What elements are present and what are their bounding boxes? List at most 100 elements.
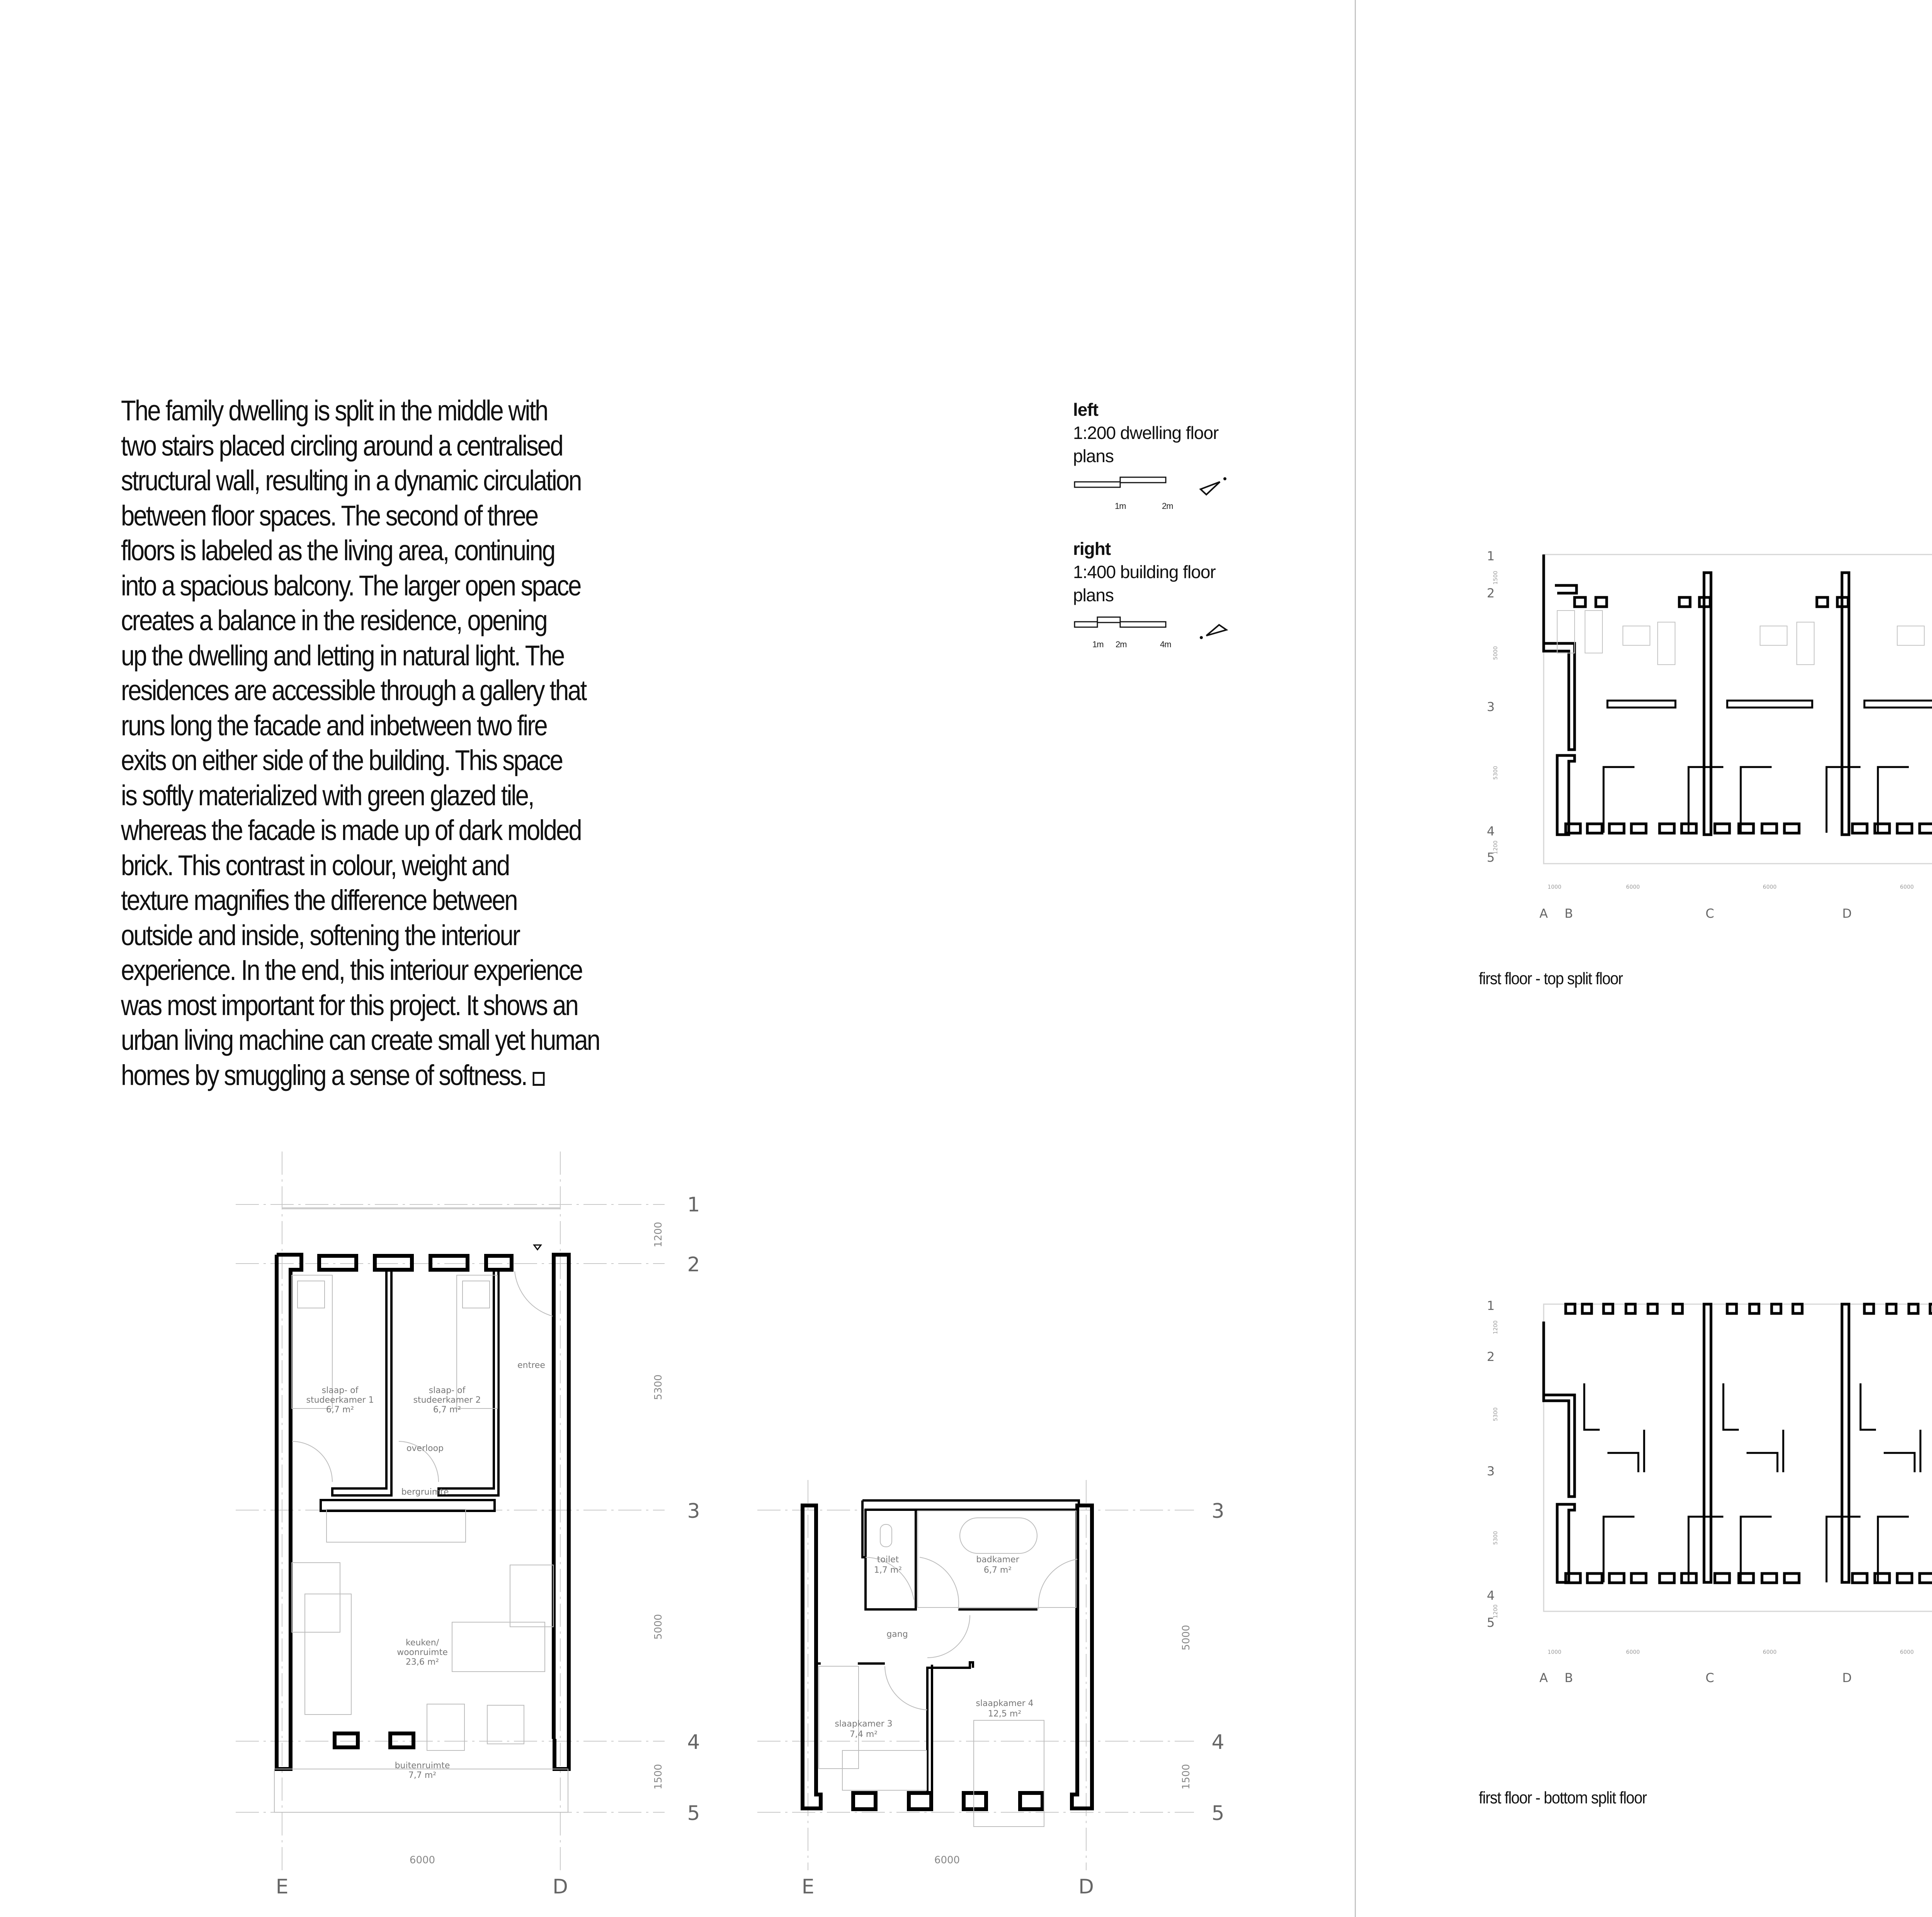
dimension-label: 1200 (653, 1222, 664, 1247)
grid-row-label: 2 (1487, 586, 1495, 600)
room-area: 6,7 m² (433, 1405, 461, 1415)
room-label: studeerkamer 1 (306, 1395, 374, 1405)
room-label: toilet (877, 1555, 899, 1565)
grid-row-label: 3 (1487, 699, 1495, 714)
room-label: badkamer (976, 1555, 1019, 1565)
dimension-label: 5000 (653, 1614, 664, 1640)
dimension-label: 6000 (1763, 884, 1777, 890)
plan-caption-top: first floor - top split floor (1479, 969, 1623, 988)
legend-heading: left (1073, 400, 1099, 420)
dimension-label: 5300 (1493, 766, 1499, 780)
scale-label: 1m (1115, 501, 1126, 511)
grid-col-label: C (1706, 906, 1714, 921)
body-paragraph: The family dwelling is split in the midd… (121, 393, 653, 1093)
body-line: was most important for this project. It … (121, 989, 579, 1021)
dimension-label: 5000 (1493, 646, 1499, 660)
grid-row-label: 1 (1487, 1298, 1495, 1313)
grid-col-label: A (1539, 906, 1548, 921)
body-line: brick. This contrast in colour, weight a… (121, 849, 510, 881)
room-label: woonruimte (397, 1648, 448, 1657)
dimension-label: 1500 (653, 1764, 664, 1789)
dimension-label: 6000 (1763, 1649, 1777, 1655)
grid-row-label: 2 (687, 1253, 700, 1276)
dimension-label: 1200 (1493, 1320, 1499, 1334)
body-line: is softly materialized with green glazed… (121, 779, 535, 811)
dimension-label: 5000 (1180, 1625, 1192, 1650)
body-line: experience. In the end, this interiour e… (121, 954, 583, 986)
grid-col-label: A (1539, 1670, 1548, 1685)
building-plan-top-split: 1 2 3 4 5 A B C D E F G H I J K 1000 600… (1487, 549, 1932, 921)
grid-col-label: B (1565, 906, 1573, 921)
dimension-label: 5300 (1493, 1531, 1499, 1545)
party-walls (1702, 571, 1850, 836)
body-line: between floor spaces. The second of thre… (121, 499, 539, 532)
grid-col-label: B (1565, 1670, 1573, 1685)
furniture (274, 1271, 568, 1813)
legend-right: right 1:400 building floor plans 1m 2m 4… (1073, 537, 1228, 676)
room-label: slaapkamer 3 (835, 1719, 892, 1729)
body-line-last: homes by smuggling a sense of softness. (121, 1058, 653, 1093)
scale-label: 1m (1092, 640, 1104, 649)
furniture (1557, 610, 1925, 665)
grid-row-label: 5 (1487, 850, 1495, 865)
grid-row-label: 4 (1211, 1731, 1224, 1754)
scale-legend: left 1:200 dwelling floor plans 1m 2m ri… (1073, 398, 1228, 676)
body-line: two stairs placed circling around a cent… (121, 429, 564, 462)
dwelling-plan-upper: slaap- of studeerkamer 1 6,7 m² slaap- o… (236, 1152, 700, 1898)
structural-walls (275, 1253, 571, 1771)
room-label: gang (886, 1630, 908, 1639)
room-label: entree (517, 1361, 545, 1370)
body-line: whereas the facade is made up of dark mo… (121, 814, 582, 846)
facade-piers (1564, 596, 1932, 835)
body-line: creates a balance in the residence, open… (121, 604, 548, 636)
grid-row-label: 3 (687, 1500, 700, 1523)
grid-row-label: 2 (1487, 1349, 1495, 1364)
body-line: structural wall, resulting in a dynamic … (121, 464, 582, 497)
scale-bar-icon (1074, 616, 1228, 639)
body-line: urban living machine can create small ye… (121, 1024, 600, 1056)
room-label: keuken/ (406, 1638, 439, 1648)
dimension-label: 6000 (1626, 884, 1640, 890)
body-line: residences are accessible through a gall… (121, 674, 587, 706)
legend-desc: plans (1073, 585, 1114, 605)
grid-row-label: 3 (1211, 1500, 1224, 1523)
north-arrow-icon (1200, 624, 1228, 639)
dimension-label: 6000 (410, 1854, 435, 1866)
body-line: up the dwelling and letting in natural l… (121, 639, 565, 672)
grid-row-label: 5 (1211, 1802, 1224, 1825)
dimension-label: 6000 (934, 1854, 960, 1866)
room-area: 6,7 m² (326, 1405, 354, 1415)
dimension-label: 1200 (1493, 1604, 1499, 1618)
room-area: 7,4 m² (850, 1730, 878, 1739)
body-line: exits on either side of the building. Th… (121, 744, 563, 776)
grid-col-label: D (1078, 1875, 1094, 1898)
body-line: runs long the facade and inbetween two f… (121, 709, 548, 742)
grid-col-label: D (553, 1875, 568, 1898)
grid-col-label: D (1842, 1670, 1852, 1685)
dimension-label: 5300 (653, 1374, 664, 1400)
scale-label: 4m (1160, 640, 1172, 649)
body-line: The family dwelling is split in the midd… (121, 395, 549, 427)
dimension-label: 1000 (1548, 1649, 1561, 1655)
legend-heading: right (1073, 539, 1111, 559)
interior-walls (1602, 699, 1932, 833)
room-label: slaapkamer 4 (976, 1699, 1033, 1708)
dimension-label: 6000 (1900, 884, 1914, 890)
grid-col-label: D (1842, 906, 1852, 921)
grid-col-label: C (1706, 1670, 1714, 1685)
room-label: slaap- of (429, 1386, 466, 1395)
dimension-labels: 1200 5300 5000 1500 6000 (410, 1222, 664, 1866)
building-plan-bottom-split: 1 2 3 4 5 A B C D E F G H I J K 1000 600… (1487, 1298, 1932, 1685)
room-label: slaap- of (322, 1386, 359, 1395)
dimension-label: 5300 (1493, 1407, 1499, 1421)
body-line: into a spacious balcony. The larger open… (121, 569, 582, 602)
north-arrow-icon (1199, 477, 1226, 496)
dimension-label: 1000 (1548, 884, 1561, 890)
dimension-label: 6000 (1626, 1649, 1640, 1655)
grid-col-label: E (802, 1875, 815, 1898)
grid-row-label: 1 (1487, 549, 1495, 563)
plan-caption-bottom: first floor - bottom split floor (1479, 1788, 1647, 1807)
body-line: outside and inside, softening the interi… (121, 919, 520, 951)
legend-desc: 1:200 dwelling floor (1073, 423, 1219, 443)
body-line: floors is labeled as the living area, co… (121, 534, 556, 566)
